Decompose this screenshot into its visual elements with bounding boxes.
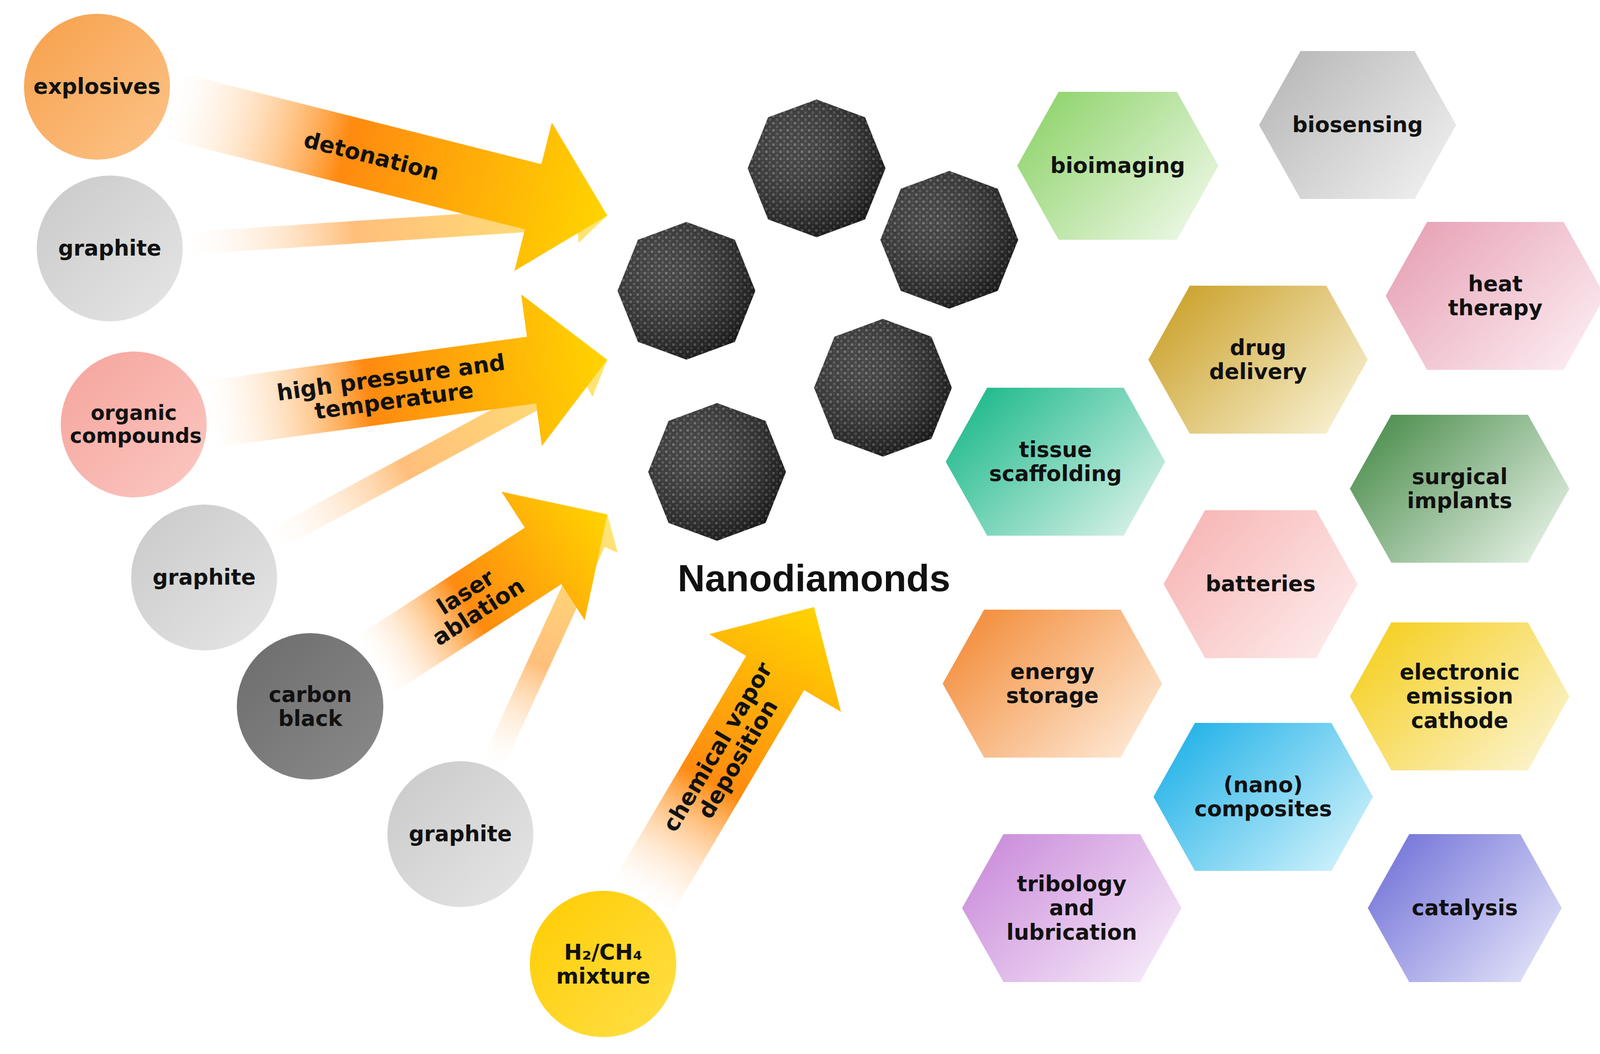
application-hexagon: catalysis	[1367, 834, 1562, 983]
node-label: organic compounds	[69, 401, 198, 448]
node-label: graphite	[408, 822, 512, 847]
node-label: bioimaging	[1050, 153, 1186, 178]
source-circle: organic compounds	[59, 350, 208, 499]
process-arrow	[204, 294, 608, 448]
application-hexagon: heat therapy	[1385, 222, 1600, 371]
arrow-label: chemical vapor deposition	[650, 644, 806, 863]
process-arrow	[356, 491, 608, 694]
particle	[880, 170, 1019, 309]
circle-fill	[131, 504, 278, 651]
application-hexagon: biosensing	[1259, 51, 1457, 200]
particle	[617, 222, 756, 360]
node-label: drug delivery	[1181, 335, 1335, 384]
source-circle: H₂/CH₄ mixture	[528, 890, 678, 1039]
node-label: energy storage	[975, 659, 1129, 708]
node-label: batteries	[1205, 572, 1316, 597]
node-label: tribology and lubrication	[995, 872, 1149, 945]
circle-fill	[60, 351, 207, 498]
node-label: graphite	[152, 565, 256, 590]
application-hexagon: drug delivery	[1148, 285, 1368, 434]
node-label: graphite	[58, 236, 162, 261]
node-label: tissue scaffolding	[978, 437, 1132, 486]
application-hexagon: tribology and lubrication	[962, 834, 1182, 983]
application-hexagon: tissue scaffolding	[945, 387, 1166, 536]
hexagon-fill	[945, 387, 1166, 536]
application-hexagon: bioimaging	[1017, 91, 1219, 240]
hexagon-fill	[1349, 414, 1570, 563]
application-hexagon: (nano) composites	[1153, 723, 1373, 872]
source-circle: graphite	[386, 760, 535, 909]
hexagon-fill	[1148, 285, 1368, 434]
product-label-box: Nanodiamonds	[607, 91, 1021, 608]
hexagon-fill	[1163, 510, 1358, 659]
application-hexagon: batteries	[1163, 510, 1358, 659]
node-label: biosensing	[1292, 112, 1423, 137]
circle-fill	[529, 891, 677, 1038]
node-label: (nano) composites	[1186, 773, 1340, 822]
node-label: carbon black	[246, 682, 375, 731]
hexagon-fill	[1153, 723, 1373, 872]
particle	[648, 403, 786, 541]
hexagon-fill	[1367, 834, 1562, 983]
circle-fill	[23, 13, 170, 160]
circle-fill	[36, 175, 183, 322]
source-circle: graphite	[35, 174, 184, 323]
hexagon-fill	[1349, 622, 1570, 771]
node-label: heat therapy	[1418, 272, 1572, 320]
process-arrow	[612, 607, 842, 917]
source-circle: carbon black	[235, 632, 385, 781]
process-arrow	[162, 72, 608, 272]
circle-fill	[236, 633, 384, 780]
particle	[814, 318, 952, 457]
node-label: surgical implants	[1383, 464, 1537, 513]
hexagon-fill	[942, 609, 1163, 758]
source-circle: explosives	[22, 12, 171, 161]
hexagon-fill	[1017, 91, 1219, 240]
circle-fill	[387, 761, 534, 908]
hexagon-fill	[962, 834, 1182, 983]
hexagon-fill	[1259, 51, 1457, 200]
application-hexagon: surgical implants	[1349, 414, 1570, 563]
application-hexagon: electronic emission cathode	[1349, 622, 1570, 771]
source-circle: graphite	[130, 503, 279, 652]
node-label: catalysis	[1411, 896, 1518, 921]
node-label: electronic emission cathode	[1383, 660, 1537, 733]
node-label: H₂/CH₄ mixture	[539, 940, 668, 989]
application-hexagon: energy storage	[942, 609, 1163, 758]
hexagon-fill	[1385, 222, 1600, 371]
node-label: explosives	[33, 74, 161, 99]
product-title: Nanodiamonds	[677, 557, 951, 608]
particle	[747, 99, 886, 238]
